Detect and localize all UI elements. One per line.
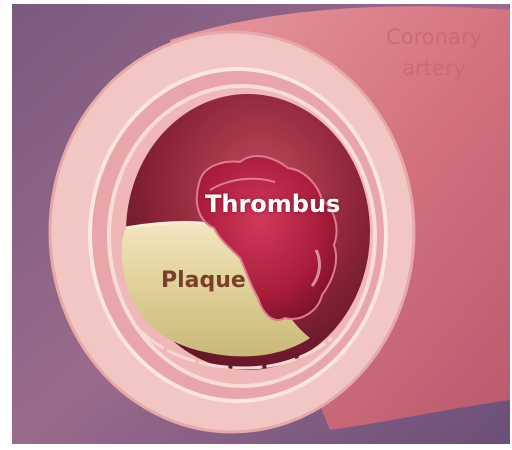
coronary-artery-label: Coronary artery [368, 22, 500, 84]
coronary-artery-label-line2: artery [368, 53, 500, 84]
plaque-label: Plaque [161, 268, 246, 293]
coronary-artery-label-line1: Coronary [368, 22, 500, 53]
thrombus-label: Thrombus [205, 190, 340, 218]
